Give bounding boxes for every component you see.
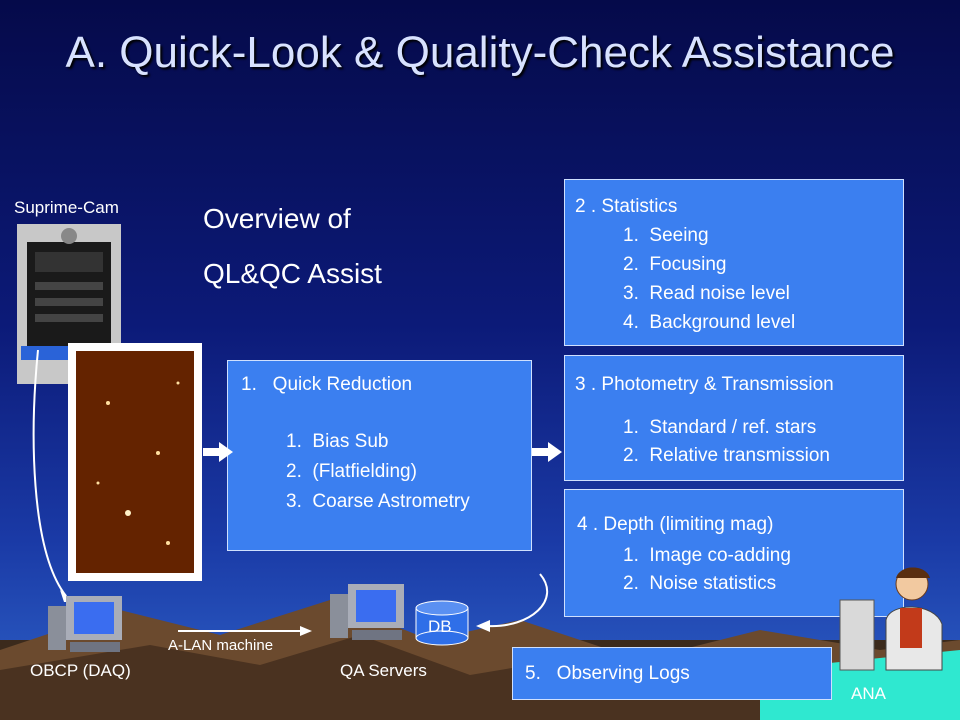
analyst-person-icon	[839, 567, 943, 671]
curved-arrow-analysis-to-db-icon	[476, 573, 548, 632]
slide-title: A. Quick-Look & Quality-Check Assistance	[65, 28, 895, 77]
quick-reduction-heading: 1. Quick Reduction	[241, 374, 413, 395]
photometry-item-2: 2. Relative transmission	[623, 445, 830, 466]
qa-server-computer-icon	[330, 584, 404, 640]
statistics-item-1: 1. Seeing	[623, 225, 709, 246]
depth-heading: 4 . Depth (limiting mag)	[577, 514, 774, 535]
depth-box: 4 . Depth (limiting mag) 1. Image co-add…	[564, 489, 904, 617]
quick-reduction-item-1: 1. Bias Sub	[286, 431, 389, 452]
photometry-box: 3 . Photometry & Transmission 1. Standar…	[564, 355, 904, 481]
statistics-item-3: 3. Read noise level	[623, 283, 790, 304]
qa-servers-label: QA Servers	[340, 661, 427, 680]
obcp-computer-icon	[48, 596, 122, 652]
photometry-item-1: 1. Standard / ref. stars	[623, 417, 817, 438]
ana-label: ANA	[851, 684, 886, 703]
arrow-obcp-to-qa-icon	[178, 626, 312, 636]
alan-label: A-LAN machine	[168, 637, 274, 654]
photometry-heading: 3 . Photometry & Transmission	[575, 374, 834, 395]
arrow-reduction-to-analysis-icon	[532, 442, 562, 462]
statistics-heading: 2 . Statistics	[575, 196, 678, 217]
suprime-cam-label: Suprime-Cam	[14, 198, 119, 217]
arrow-image-to-reduction-icon	[203, 442, 233, 462]
db-label: DB	[428, 617, 452, 636]
observing-logs-box: 5. Observing Logs	[512, 647, 832, 700]
obcp-label: OBCP (DAQ)	[30, 661, 131, 680]
statistics-item-4: 4. Background level	[623, 312, 796, 333]
database-icon	[415, 600, 469, 646]
overview-line-1: Overview of	[203, 203, 351, 234]
depth-item-2: 2. Noise statistics	[623, 573, 777, 594]
statistics-item-2: 2. Focusing	[623, 254, 727, 275]
depth-item-1: 1. Image co-adding	[623, 545, 791, 566]
quick-reduction-item-3: 3. Coarse Astrometry	[286, 491, 470, 512]
statistics-box: 2 . Statistics 1. Seeing 2. Focusing 3. …	[564, 179, 904, 346]
curved-arrow-camera-to-obcp-icon	[32, 350, 74, 602]
quick-reduction-item-2: 2. (Flatfielding)	[286, 461, 417, 482]
ccd-image	[68, 343, 202, 581]
overview-line-2: QL&QC Assist	[203, 258, 382, 289]
observing-logs-heading: 5. Observing Logs	[525, 663, 690, 684]
quick-reduction-box: 1. Quick Reduction 1. Bias Sub 2. (Flatf…	[227, 360, 532, 551]
